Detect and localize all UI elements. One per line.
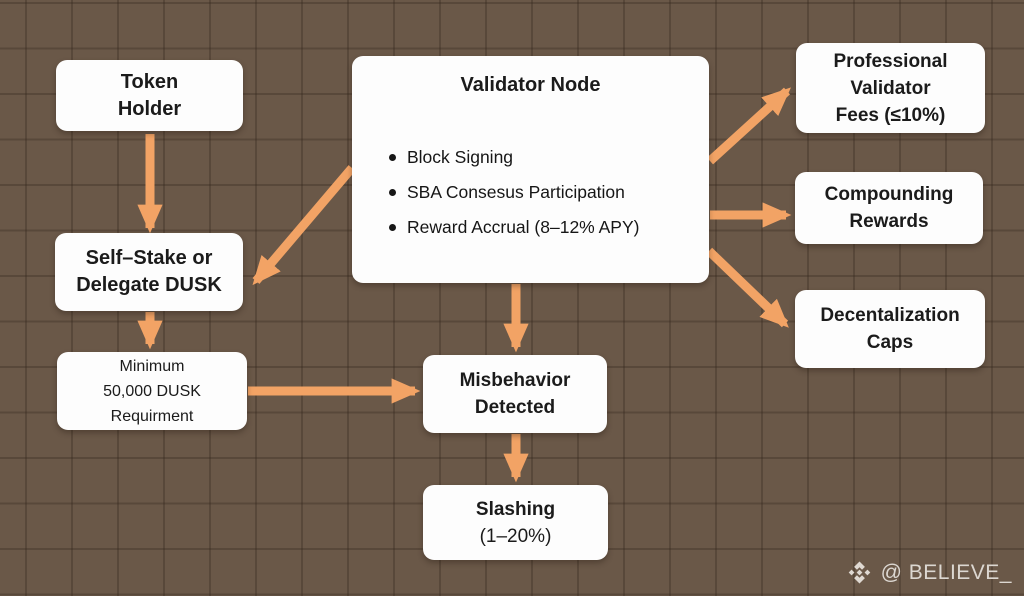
validator-bullet: SBA Consesus Participation [389, 175, 709, 210]
node-line: Caps [866, 332, 914, 353]
node-compounding-rewards: Compounding Rewards [795, 172, 983, 244]
node-line: Token [120, 70, 179, 93]
watermark: @ BELIEVE_ [846, 559, 1012, 586]
arrow-validator-to-decentralization [705, 247, 789, 328]
node-validator: Validator Node Block Signing SBA Consesu… [352, 56, 709, 283]
node-misbehavior: Misbehavior Detected [423, 355, 607, 433]
node-decentralization-caps: Decentalization Caps [795, 290, 985, 368]
node-token-holder: Token Holder [56, 60, 243, 131]
node-line: Minimum [119, 357, 185, 375]
node-slashing: Slashing (1–20%) [423, 485, 608, 560]
node-line: Requirment [110, 407, 194, 425]
arrow-validator-to-self-stake [252, 165, 356, 286]
node-line: Holder [117, 97, 182, 120]
node-line: Fees (≤10%) [835, 104, 946, 126]
node-line: (1–20%) [479, 525, 552, 547]
node-line: 50,000 DUSK [103, 382, 201, 400]
validator-title: Validator Node [460, 74, 601, 96]
node-line: Decentalization [820, 305, 960, 326]
node-self-stake: Self–Stake or Delegate DUSK [55, 233, 243, 311]
node-line: Professional [833, 50, 948, 72]
node-line: Compounding [824, 184, 954, 205]
validator-bullet: Reward Accrual (8–12% APY) [389, 210, 709, 245]
node-minimum-requirement: Minimum 50,000 DUSK Requirment [57, 352, 247, 430]
binance-diamond-logo-icon [848, 561, 870, 584]
watermark-handle: @ BELIEVE_ [880, 560, 1012, 584]
node-line: Detected [474, 397, 556, 418]
node-professional-fees: Professional Validator Fees (≤10%) [796, 43, 985, 133]
validator-bullet-list: Block Signing SBA Consesus Participation… [352, 140, 709, 245]
node-line: Rewards [849, 211, 929, 232]
node-line: Slashing [475, 498, 556, 520]
node-line: Self–Stake or [85, 247, 213, 269]
node-line: Misbehavior [459, 370, 571, 391]
node-line: Delegate DUSK [76, 274, 222, 296]
arrow-validator-to-professional-fees [706, 87, 791, 165]
node-line: Validator [850, 77, 931, 99]
validator-bullet: Block Signing [389, 140, 709, 175]
